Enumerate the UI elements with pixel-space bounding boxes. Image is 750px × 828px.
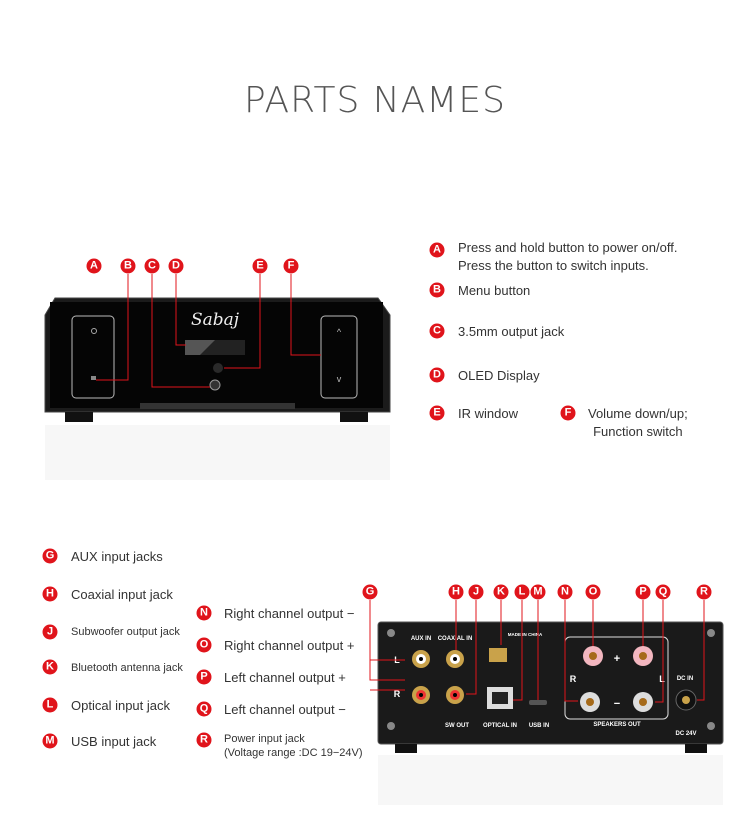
marker-d: D [168,258,184,274]
page-title: PARTS NAMES [244,80,506,121]
marker-o: O [585,584,601,600]
legend-text-g: AUX input jacks [71,549,163,564]
legend-marker-p: P [196,669,212,685]
marker-p: P [635,584,651,600]
legend-text-r: Power input jack(Voltage range :DC 19−24… [224,733,363,759]
optical-in-label: OPTICAL IN [483,723,517,729]
legend-marker-q: Q [196,701,212,717]
legend-text-m: USB input jack [71,734,157,749]
marker-b: B [120,258,136,274]
legend-marker-e: E [429,405,445,421]
legend-marker-b: B [429,282,445,298]
legend-text-j: Subwoofer output jack [71,626,180,638]
legend-text-a: Press and hold button to power on/off.Pr… [458,240,678,273]
legend-marker-g: G [42,548,58,564]
legend-marker-o: O [196,637,212,653]
made-in-label: MADE IN CHINA [508,632,543,637]
legend-marker-a: A [429,242,445,258]
legend-text-h: Coaxial input jack [71,587,173,602]
sabaj-logo: Sabaj [191,310,240,330]
legend-marker-l: L [42,697,58,713]
marker-n: N [557,584,573,600]
marker-c: C [144,258,160,274]
aux-in-label: AUX IN [411,636,431,642]
legend-text-l: Optical input jack [71,698,170,713]
marker-a: A [86,258,102,274]
legend-marker-c: C [429,323,445,339]
speakers-out-label: SPEAKERS OUT [593,722,641,728]
legend-text-q: Left channel output − [224,702,346,717]
minus-label: − [614,698,620,710]
legend-text-e: IR window [458,406,518,421]
legend-marker-h: H [42,586,58,602]
legend-marker-r: R [196,732,212,748]
usb-in-label: USB IN [529,723,549,729]
svg-text:v: v [337,374,342,384]
legend-marker-n: N [196,605,212,621]
marker-q: Q [655,584,671,600]
dc-in-label: DC IN [677,676,693,682]
marker-h: H [448,584,464,600]
legend-text-n: Right channel output − [224,606,355,621]
legend-text-b: Menu button [458,283,531,298]
svg-text:^: ^ [337,327,342,337]
marker-e: E [252,258,268,274]
coaxial-in-label: COAXIAL IN [438,636,473,642]
marker-r: R [696,584,712,600]
legend-text-c: 3.5mm output jack [458,324,565,339]
dc-voltage-label: DC 24V [675,731,696,737]
speaker-left-label: L [659,674,665,684]
marker-m: M [530,584,546,600]
marker-j: J [468,584,484,600]
marker-k: K [493,584,509,600]
legend-marker-d: D [429,367,445,383]
legend-text-p: Left channel output + [224,670,346,685]
aux-right-label: R [394,689,401,699]
marker-g: G [362,584,378,600]
plus-label: + [614,653,620,665]
legend-marker-j: J [42,624,58,640]
legend-text-f: Volume down/up;Function switch [588,406,688,439]
legend-text-o: Right channel output + [224,638,355,653]
speaker-right-label: R [570,674,577,684]
legend-marker-m: M [42,733,58,749]
marker-l: L [514,584,530,600]
legend-text-k: Bluetooth antenna jack [71,662,183,674]
legend-text-d: OLED Display [458,368,540,383]
marker-f: F [283,258,299,274]
legend-marker-k: K [42,659,58,675]
legend-marker-f: F [560,405,576,421]
sw-out-label: SW OUT [445,723,469,729]
